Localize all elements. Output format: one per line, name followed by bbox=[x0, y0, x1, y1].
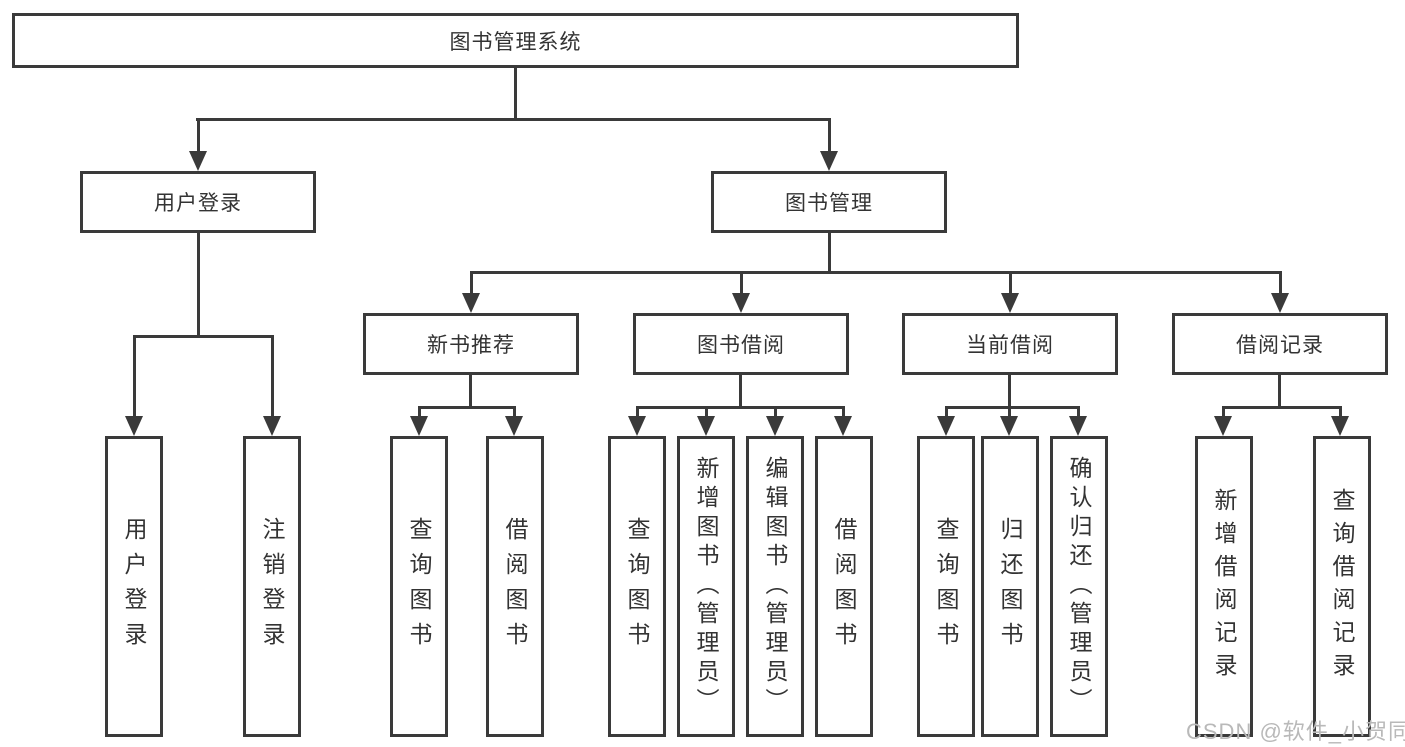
node-label: 用户登录 bbox=[154, 192, 242, 215]
node-new-book-recommendation: 新书推荐 bbox=[363, 313, 579, 375]
connector-arrow-stem bbox=[133, 335, 136, 419]
leaf-label: 新增图书（管理员） bbox=[693, 456, 719, 717]
leaf-label: 用户登录 bbox=[121, 516, 147, 657]
node-current-borrowing: 当前借阅 bbox=[902, 313, 1118, 375]
connector-arrow-stem bbox=[740, 271, 743, 295]
arrowhead-down-icon bbox=[628, 416, 646, 436]
leaf-label: 确认归还（管理员） bbox=[1066, 456, 1092, 717]
connector-records-branch bbox=[1222, 406, 1342, 409]
connector-arrow-stem bbox=[1279, 271, 1282, 295]
leaf-label: 查询图书 bbox=[933, 516, 959, 657]
node-label: 图书管理系统 bbox=[449, 30, 582, 54]
leaf-user-login: 用户登录 bbox=[105, 436, 163, 737]
arrowhead-down-icon bbox=[937, 416, 955, 436]
leaf-query-books-recommendation: 查询图书 bbox=[390, 436, 448, 737]
leaf-return-books: 归还图书 bbox=[981, 436, 1039, 737]
connector-root-branch bbox=[196, 118, 831, 121]
leaf-label: 查询图书 bbox=[624, 516, 650, 657]
connector-arrow-stem bbox=[1222, 406, 1225, 419]
csdn-watermark: CSDN @软件_小贺同学 bbox=[1186, 719, 1405, 744]
node-user-login: 用户登录 bbox=[80, 171, 316, 233]
connector-user-login-branch bbox=[133, 335, 273, 338]
connector-recommendation-stem bbox=[469, 375, 472, 409]
leaf-confirm-return-admin: 确认归还（管理员） bbox=[1050, 436, 1108, 737]
node-label: 图书借阅 bbox=[697, 334, 785, 357]
arrowhead-down-icon bbox=[1214, 416, 1232, 436]
node-borrowing-records: 借阅记录 bbox=[1172, 313, 1388, 375]
arrowhead-down-icon bbox=[697, 416, 715, 436]
connector-arrow-stem bbox=[1339, 406, 1342, 419]
node-label: 借阅记录 bbox=[1236, 334, 1324, 357]
connector-borrowing-branch bbox=[636, 406, 845, 409]
node-label: 新书推荐 bbox=[427, 334, 515, 357]
leaf-logout: 注销登录 bbox=[243, 436, 301, 737]
leaf-add-books-admin: 新增图书（管理员） bbox=[677, 436, 735, 737]
leaf-edit-books-admin: 编辑图书（管理员） bbox=[746, 436, 804, 737]
connector-arrow-stem bbox=[1008, 406, 1011, 419]
connector-recommendation-branch bbox=[418, 406, 516, 409]
arrowhead-down-icon bbox=[834, 416, 852, 436]
connector-user-login-stem bbox=[197, 233, 200, 337]
connector-current-stem bbox=[1008, 375, 1011, 409]
connector-arrow-stem bbox=[470, 271, 473, 295]
connector-arrow-stem bbox=[945, 406, 948, 419]
arrowhead-down-icon bbox=[410, 416, 428, 436]
connector-root-stem bbox=[514, 68, 517, 120]
connector-arrow-stem bbox=[705, 406, 708, 419]
connector-arrow-stem bbox=[1009, 271, 1012, 295]
connector-arrow-stem bbox=[828, 118, 831, 154]
connector-book-management-stem bbox=[828, 233, 831, 273]
arrowhead-down-icon bbox=[766, 416, 784, 436]
connector-arrow-stem bbox=[513, 406, 516, 419]
arrowhead-down-icon bbox=[1001, 293, 1019, 313]
leaf-label: 借阅图书 bbox=[502, 516, 528, 657]
connector-arrow-stem bbox=[842, 406, 845, 419]
arrowhead-down-icon bbox=[189, 151, 207, 171]
arrowhead-down-icon bbox=[1331, 416, 1349, 436]
connector-arrow-stem bbox=[636, 406, 639, 419]
node-library-management-system: 图书管理系统 bbox=[12, 13, 1019, 68]
node-book-management: 图书管理 bbox=[711, 171, 947, 233]
leaf-query-books-current: 查询图书 bbox=[917, 436, 975, 737]
arrowhead-down-icon bbox=[505, 416, 523, 436]
arrowhead-down-icon bbox=[125, 416, 143, 436]
leaf-label: 注销登录 bbox=[259, 516, 285, 657]
leaf-label: 新增借阅记录 bbox=[1211, 487, 1237, 686]
arrowhead-down-icon bbox=[1069, 416, 1087, 436]
connector-arrow-stem bbox=[774, 406, 777, 419]
arrowhead-down-icon bbox=[1271, 293, 1289, 313]
connector-arrow-stem bbox=[271, 335, 274, 419]
leaf-query-books-borrowing: 查询图书 bbox=[608, 436, 666, 737]
connector-borrowing-stem bbox=[739, 375, 742, 409]
connector-arrow-stem bbox=[1077, 406, 1080, 419]
arrowhead-down-icon bbox=[820, 151, 838, 171]
connector-arrow-stem bbox=[197, 118, 200, 154]
leaf-label: 编辑图书（管理员） bbox=[762, 456, 788, 717]
leaf-label: 归还图书 bbox=[997, 516, 1023, 657]
leaf-add-borrow-record: 新增借阅记录 bbox=[1195, 436, 1253, 737]
connector-current-branch bbox=[945, 406, 1080, 409]
leaf-label: 查询借阅记录 bbox=[1329, 487, 1355, 686]
node-label: 图书管理 bbox=[785, 192, 873, 215]
connector-arrow-stem bbox=[418, 406, 421, 419]
leaf-borrow-books-recommendation: 借阅图书 bbox=[486, 436, 544, 737]
connector-records-stem bbox=[1278, 375, 1281, 409]
arrowhead-down-icon bbox=[462, 293, 480, 313]
connector-book-management-branch bbox=[470, 271, 1281, 274]
arrowhead-down-icon bbox=[1000, 416, 1018, 436]
arrowhead-down-icon bbox=[732, 293, 750, 313]
node-label: 当前借阅 bbox=[966, 334, 1054, 357]
leaf-query-borrow-record: 查询借阅记录 bbox=[1313, 436, 1371, 737]
leaf-label: 查询图书 bbox=[406, 516, 432, 657]
leaf-borrow-books-borrowing: 借阅图书 bbox=[815, 436, 873, 737]
leaf-label: 借阅图书 bbox=[831, 516, 857, 657]
node-book-borrowing: 图书借阅 bbox=[633, 313, 849, 375]
arrowhead-down-icon bbox=[263, 416, 281, 436]
